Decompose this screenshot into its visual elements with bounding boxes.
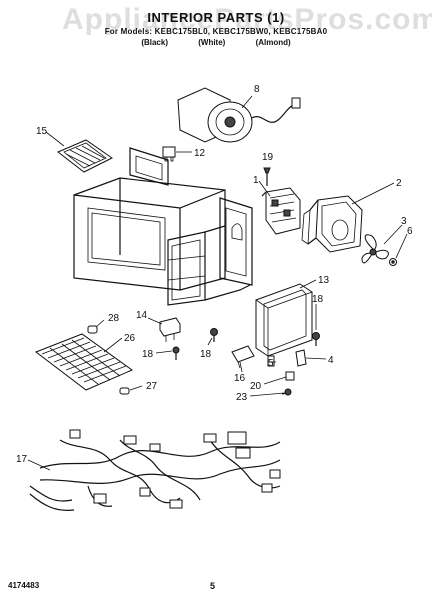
document-number: 4174483	[8, 581, 40, 590]
part-1-bracket[interactable]	[261, 187, 301, 235]
part-4-clip[interactable]	[295, 349, 307, 367]
part-19-screw[interactable]	[263, 167, 271, 186]
part-14-fuse[interactable]	[231, 345, 255, 369]
part-6-nut[interactable]	[389, 258, 397, 266]
part-2-duct[interactable]	[301, 195, 363, 253]
part-18-screw-right[interactable]	[312, 332, 320, 347]
label-28: 28	[108, 313, 120, 324]
label-19: 19	[262, 152, 274, 163]
part-27-cap[interactable]	[119, 387, 130, 395]
part-17-harness[interactable]	[29, 429, 281, 511]
part-26-grille[interactable]	[34, 333, 134, 391]
label-18-center: 18	[200, 349, 212, 360]
part-16-filter[interactable]	[57, 139, 113, 173]
label-15: 14	[136, 310, 148, 321]
cavity-frame	[73, 147, 253, 306]
part-18-screw-center[interactable]	[210, 328, 218, 343]
part-8-blower[interactable]	[177, 87, 301, 143]
part-18-screw-left[interactable]	[172, 346, 180, 360]
label-14: 16	[234, 373, 246, 384]
model-list: For Models: KEBC175BL0, KEBC175BW0, KEBC…	[104, 27, 328, 36]
label-18-right: 18	[312, 294, 324, 305]
label-4: 4	[328, 355, 334, 366]
label-6: 6	[407, 226, 413, 237]
part-5-clip[interactable]	[267, 355, 275, 367]
label-2: 2	[396, 178, 402, 189]
label-17: 17	[16, 454, 28, 465]
label-16: 15	[36, 126, 48, 137]
part-28-cap[interactable]	[87, 325, 98, 334]
label-13: 13	[318, 275, 330, 286]
label-8: 8	[254, 84, 260, 95]
color-white: (White)	[198, 38, 226, 47]
page-title: INTERIOR PARTS (1)	[147, 10, 285, 25]
label-3: 3	[401, 216, 407, 227]
part-12-switch[interactable]	[162, 146, 176, 162]
label-20: 20	[250, 381, 262, 392]
page-number: 5	[210, 581, 216, 591]
label-23: 23	[236, 392, 248, 403]
part-3-fan[interactable]	[361, 234, 389, 264]
part-13-panel[interactable]	[255, 283, 313, 357]
color-almond: (Almond)	[255, 38, 291, 47]
label-5: 5	[268, 358, 274, 369]
part-20-bracket[interactable]	[285, 371, 295, 381]
label-1: 1	[253, 175, 259, 186]
label-27: 27	[146, 381, 158, 392]
color-black: (Black)	[141, 38, 168, 47]
label-18-left: 18	[142, 349, 154, 360]
label-26: 26	[124, 333, 136, 344]
label-12: 12	[194, 148, 206, 159]
part-15-thermostat[interactable]	[159, 317, 181, 342]
part-23-screw[interactable]	[281, 388, 292, 396]
color-list: (Black) (White) (Almond)	[0, 38, 432, 47]
